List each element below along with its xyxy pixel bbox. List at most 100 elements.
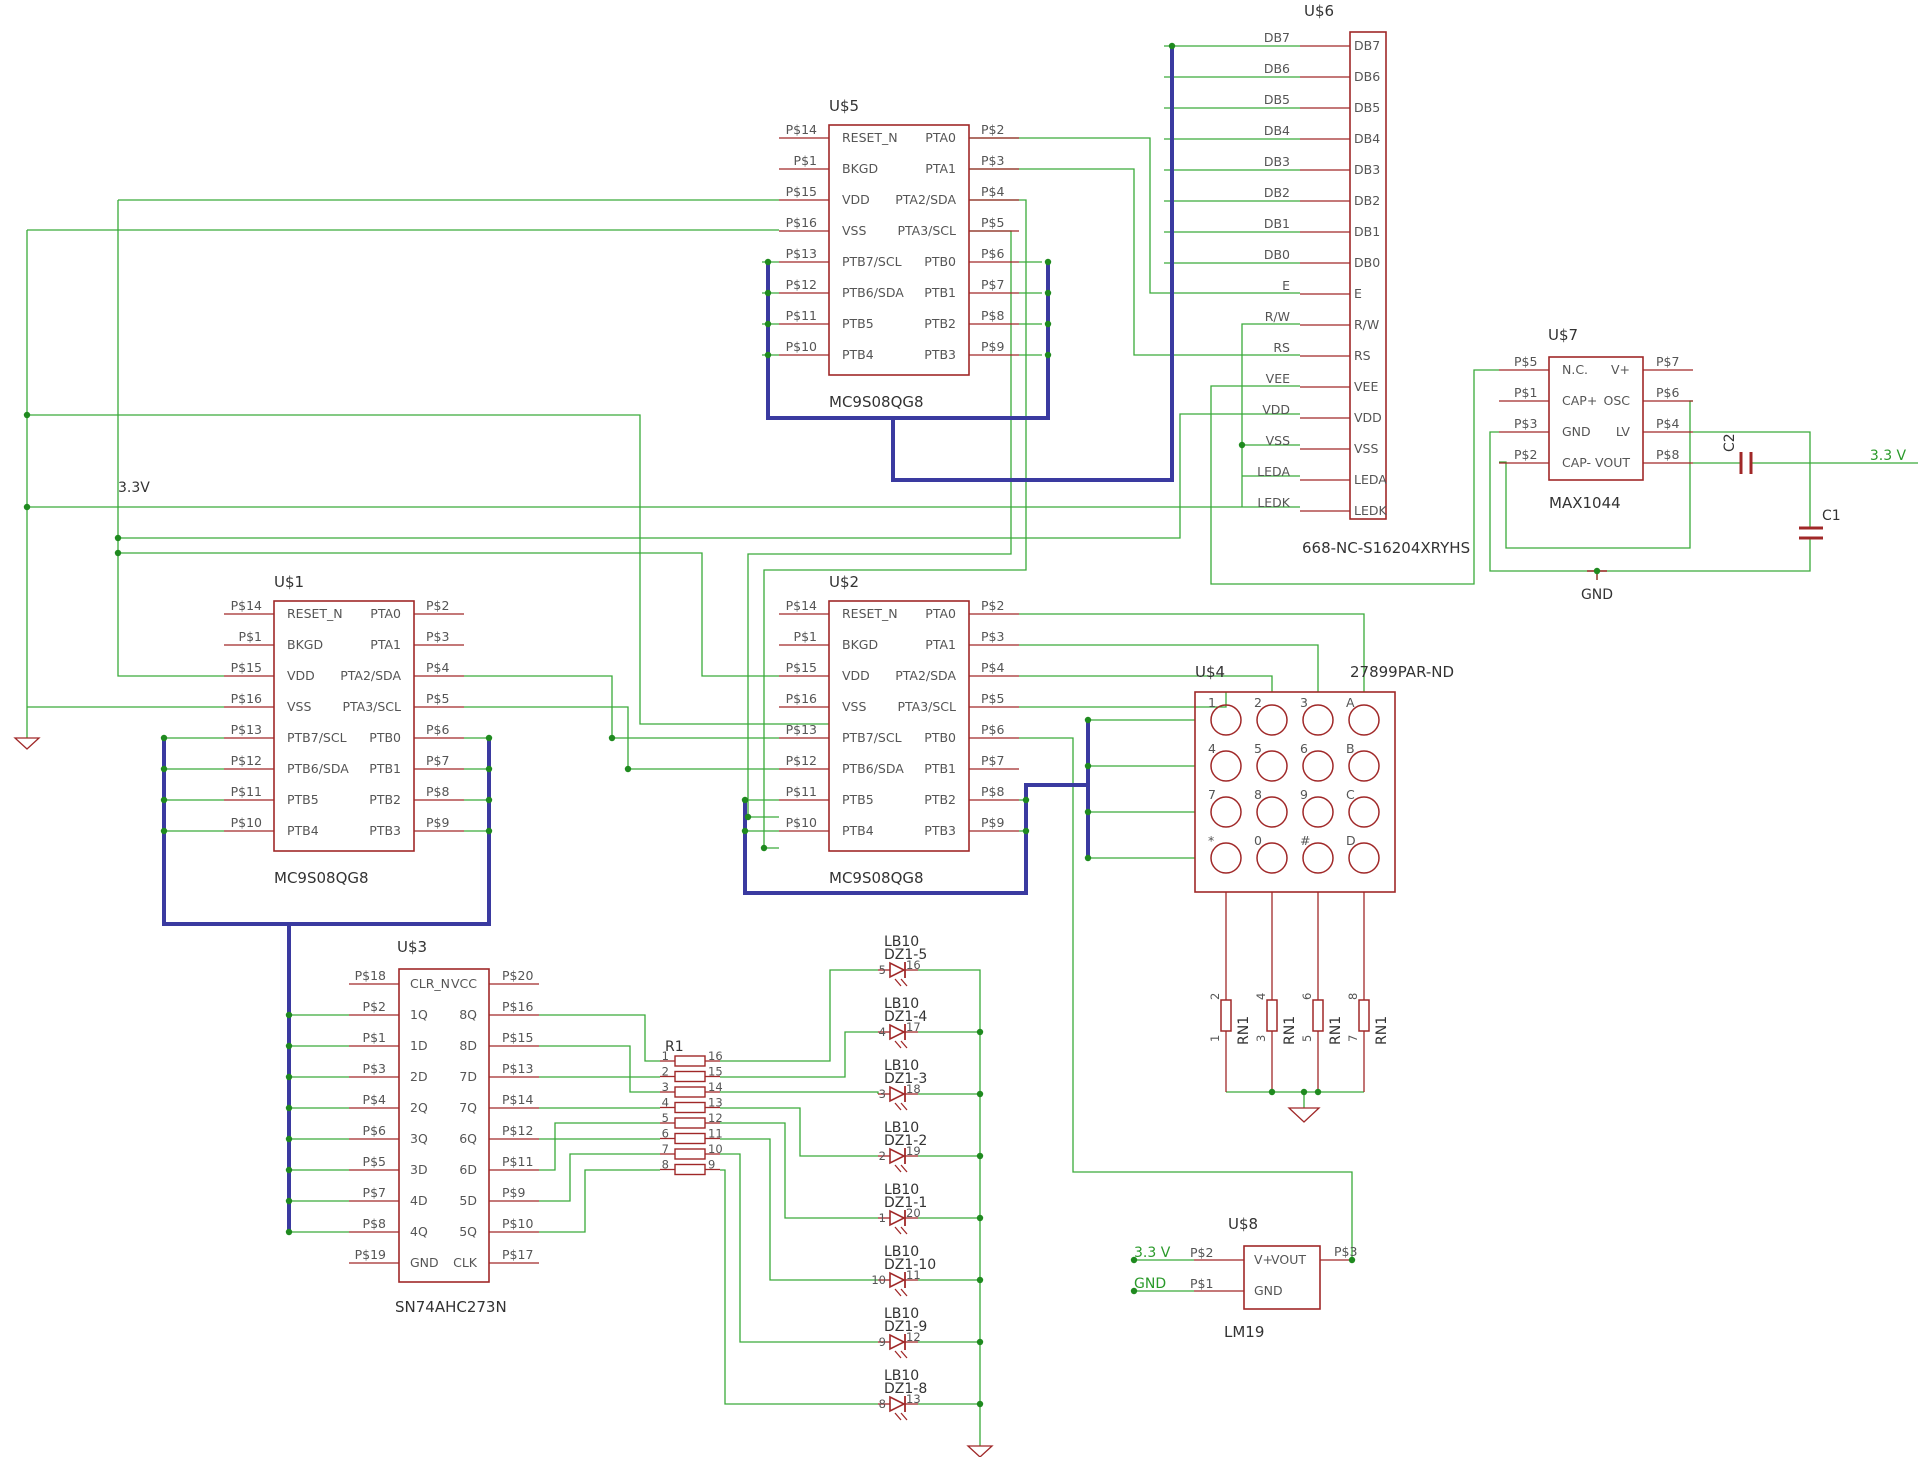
junction-dot xyxy=(1168,42,1176,50)
lcd-pad-label: DB3 xyxy=(1264,154,1290,169)
junction-dot xyxy=(764,289,772,297)
u5-pin-label: VSS xyxy=(842,223,866,238)
net-wire xyxy=(117,200,224,677)
latch-body xyxy=(398,968,490,1283)
led-value: LB10 xyxy=(884,1306,919,1322)
u1-pad-label: P$8 xyxy=(426,784,449,799)
u1-pad-label: P$7 xyxy=(426,753,449,768)
lcd-pad-label: DB6 xyxy=(1264,61,1290,76)
led-value: LB10 xyxy=(884,1368,919,1384)
u2-pin-label: PTA1 xyxy=(925,637,956,652)
u5-pad-label: P$8 xyxy=(981,308,1004,323)
net-wire xyxy=(969,168,1300,356)
junction-dot xyxy=(976,1338,984,1346)
net-wire xyxy=(720,969,878,1062)
u1-pin-label: PTA3/SCL xyxy=(342,699,401,714)
u1-pin-label: PTB7/SCL xyxy=(287,730,347,745)
lcd-pad-label: LEDK xyxy=(1257,495,1290,510)
keypad-key xyxy=(1348,842,1380,874)
u1-pad-label: P$5 xyxy=(426,691,449,706)
r1-pad-label: 2 xyxy=(662,1065,669,1079)
r1-element xyxy=(674,1117,706,1129)
u5-pad-label: P$15 xyxy=(786,184,817,199)
u1-pad-label: P$14 xyxy=(231,598,262,613)
junction-dot xyxy=(744,813,752,821)
led-arrow xyxy=(894,1412,908,1421)
max1044-pad-label: P$6 xyxy=(1656,385,1679,400)
junction-dot xyxy=(485,734,493,742)
u5-pad-label: P$2 xyxy=(981,122,1004,137)
latch-pin-label: 7D xyxy=(459,1069,477,1084)
led-value: LB10 xyxy=(884,934,919,950)
junction-dot xyxy=(285,1228,293,1236)
latch-pad-label: P$4 xyxy=(363,1092,386,1107)
led-pad-label: 18 xyxy=(906,1082,921,1096)
net-label-3v3: 3.3 V xyxy=(1134,1245,1171,1261)
keypad-key-label: 2 xyxy=(1254,695,1262,710)
net-wire xyxy=(539,1153,660,1202)
lcd-pin-label: VSS xyxy=(1354,441,1378,456)
lcd-pad-label: RS xyxy=(1273,340,1290,355)
junction-dot xyxy=(764,351,772,359)
r1-pad-label: 1 xyxy=(662,1049,669,1063)
lm19-pin-label: GND xyxy=(1254,1283,1283,1298)
rn1-pad-label: 5 xyxy=(1300,1035,1314,1042)
led-pad-label: 1 xyxy=(879,1211,886,1225)
max1044-pin-label: VOUT xyxy=(1595,455,1630,470)
led-pad-label: 3 xyxy=(879,1087,886,1101)
u5-pin-label: RESET_N xyxy=(842,130,898,145)
u1-pad-label: P$9 xyxy=(426,815,449,830)
led-arrow xyxy=(894,1288,908,1297)
led-body xyxy=(889,1209,906,1227)
u5-pad-label: P$11 xyxy=(786,308,817,323)
junction-dot xyxy=(976,1152,984,1160)
u1-pad-label: P$11 xyxy=(231,784,262,799)
r1-pad-label: 14 xyxy=(708,1080,723,1094)
r1-label: R1 xyxy=(665,1039,684,1055)
lcd-pad-label: LEDA xyxy=(1257,464,1290,479)
led-name: DZ1-5 xyxy=(884,947,927,963)
keypad-key xyxy=(1256,842,1288,874)
rn1-label: RN1 xyxy=(1328,1016,1344,1045)
u1-pin-label: PTB1 xyxy=(369,761,401,776)
latch-pad-label: P$1 xyxy=(363,1030,386,1045)
latch-pin-label: CLR_N xyxy=(410,976,450,991)
u2-pad-label: P$4 xyxy=(981,660,1004,675)
junction-dot xyxy=(23,411,31,419)
led-pad-label: 9 xyxy=(879,1335,886,1349)
junction-dot xyxy=(285,1135,293,1143)
led-pad-label: 5 xyxy=(879,963,886,977)
latch-pin-label: VCC xyxy=(451,976,477,991)
r1-element xyxy=(674,1163,706,1176)
led-arrow xyxy=(894,978,908,987)
led-arrow xyxy=(894,1102,908,1111)
led-name: DZ1-3 xyxy=(884,1071,927,1087)
junction-dot xyxy=(485,796,493,804)
u5-pin-label: PTA3/SCL xyxy=(897,223,956,238)
latch-pin-label: 3D xyxy=(410,1162,428,1177)
net-wire xyxy=(720,1107,878,1157)
u5-pin-label: PTA1 xyxy=(925,161,956,176)
c2-label: C2 xyxy=(1722,433,1738,452)
net-wire xyxy=(1241,323,1300,445)
led-body xyxy=(889,1085,906,1103)
u1-pad-label: P$12 xyxy=(231,753,262,768)
u5-pad-label: P$9 xyxy=(981,339,1004,354)
junction-dot xyxy=(160,827,168,835)
u2-pad-label: P$14 xyxy=(786,598,817,613)
lcd-pin-label: E xyxy=(1354,286,1362,301)
lm19-name: U$8 xyxy=(1228,1215,1258,1233)
u1-pad-label: P$2 xyxy=(426,598,449,613)
latch-pad-label: P$15 xyxy=(502,1030,533,1045)
junction-dot xyxy=(1268,1088,1276,1096)
net-wire xyxy=(118,413,1300,539)
u1-pin-label: PTB4 xyxy=(287,823,319,838)
lcd-pin-label: VDD xyxy=(1354,410,1382,425)
net-wire xyxy=(1693,431,1811,528)
lcd-pad-label: DB1 xyxy=(1264,216,1290,231)
r1-element xyxy=(674,1086,706,1098)
latch-pin-label: 6Q xyxy=(459,1131,477,1146)
led-value: LB10 xyxy=(884,1244,919,1260)
u5-pad-label: P$4 xyxy=(981,184,1004,199)
